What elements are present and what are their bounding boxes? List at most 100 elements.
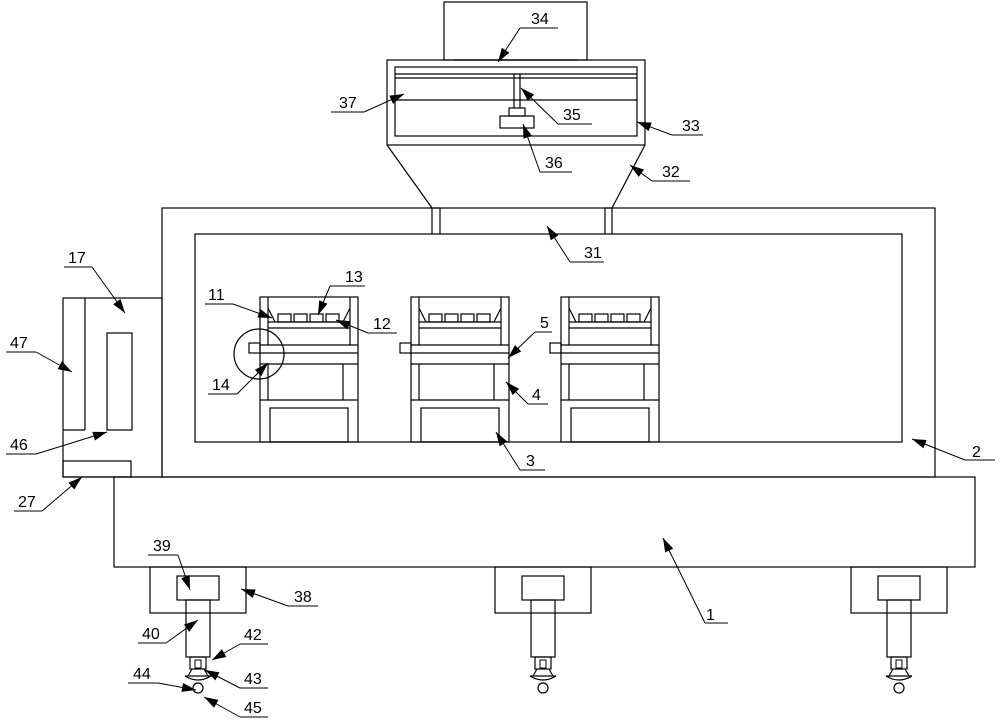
- roller-block: [594, 313, 609, 323]
- foot-joint: [890, 656, 908, 670]
- machine-unit-1: [248, 296, 359, 443]
- label-35: 35: [563, 107, 581, 124]
- arrowhead: [212, 649, 227, 660]
- label-14: 14: [212, 377, 230, 394]
- foot-mount: [149, 566, 247, 614]
- arrowhead: [498, 47, 510, 62]
- bottom-box: [570, 407, 650, 443]
- arrowhead: [205, 670, 220, 681]
- side-nub: [399, 342, 412, 354]
- bottom-box: [269, 407, 349, 443]
- foot-link-left: [532, 668, 538, 677]
- funnel-right: [611, 144, 646, 234]
- leader-line: [662, 537, 706, 624]
- foot-assembly-1: [149, 566, 247, 694]
- roller-block: [578, 313, 593, 323]
- foot-mount: [494, 566, 592, 614]
- label-31: 31: [584, 245, 602, 262]
- label-5: 5: [540, 315, 549, 332]
- roller-block: [444, 313, 459, 323]
- shaft-base-block: [499, 115, 535, 129]
- arrowhead: [257, 309, 272, 318]
- tray-slant-left: [267, 307, 276, 323]
- foot-link-left: [888, 668, 894, 677]
- foot-wheel: [192, 682, 204, 694]
- foot-wheel: [537, 682, 549, 694]
- label-39: 39: [153, 538, 171, 555]
- roller-block: [476, 313, 491, 323]
- arrowhead: [523, 124, 532, 139]
- arrowhead: [181, 683, 196, 692]
- side-nub: [549, 342, 562, 354]
- label-13: 13: [345, 269, 363, 286]
- arrowhead: [204, 697, 219, 708]
- arrowhead: [184, 620, 198, 632]
- arrowhead: [912, 439, 927, 449]
- tray-slant-right: [493, 307, 502, 323]
- shaft-collar: [508, 107, 526, 117]
- label-37: 37: [339, 95, 357, 112]
- foot-cup: [885, 675, 913, 681]
- roller-block: [293, 313, 308, 323]
- leader-lines: [6, 27, 995, 718]
- label-47: 47: [10, 335, 28, 352]
- arrowhead: [241, 589, 256, 598]
- foot-rod: [530, 599, 556, 658]
- arrowhead: [547, 226, 559, 241]
- tray-slant-right: [342, 307, 351, 323]
- label-43: 43: [244, 671, 262, 688]
- side-unit-drawer: [62, 460, 132, 478]
- foot-assembly-2: [494, 566, 592, 694]
- label-38: 38: [294, 589, 312, 606]
- arrowhead: [521, 88, 535, 101]
- label-44: 44: [133, 666, 151, 683]
- label-33: 33: [682, 118, 700, 135]
- foot-link-right: [548, 668, 554, 677]
- tray-slant-right: [643, 307, 652, 323]
- label-2: 2: [972, 444, 981, 461]
- arrowhead: [506, 382, 520, 396]
- label-4: 4: [532, 387, 541, 404]
- arrowhead: [68, 477, 82, 490]
- housing-inner-chamber: [194, 233, 903, 443]
- roller-block: [626, 313, 641, 323]
- machine-unit-2: [399, 296, 510, 443]
- foot-cup: [184, 675, 212, 681]
- top-box-inner: [394, 66, 638, 137]
- roller-block: [428, 313, 443, 323]
- foot-cup: [529, 675, 557, 681]
- arrowhead: [57, 361, 72, 372]
- arrowhead: [336, 320, 351, 330]
- label-11: 11: [208, 287, 225, 304]
- label-46: 46: [10, 437, 28, 454]
- foot-joint: [189, 656, 207, 670]
- side-unit-outer: [62, 297, 163, 478]
- foot-wheel: [893, 682, 905, 694]
- foot-rod: [886, 599, 912, 658]
- top-box: [386, 59, 646, 146]
- roller-block: [460, 313, 475, 323]
- arrowhead: [113, 299, 125, 313]
- housing-outer: [161, 207, 936, 478]
- arrowhead: [254, 363, 268, 377]
- foot-pin: [895, 659, 903, 669]
- arrowhead: [508, 345, 522, 358]
- bottom-box: [420, 407, 500, 443]
- label-32: 32: [662, 164, 680, 181]
- base-platform: [113, 476, 976, 568]
- label-34: 34: [531, 11, 549, 28]
- foot-assembly-3: [850, 566, 948, 694]
- label-3: 3: [526, 453, 535, 470]
- foot-link-right: [203, 668, 209, 677]
- label-40: 40: [142, 626, 160, 643]
- tray-slant-left: [418, 307, 427, 323]
- foot-joint: [534, 656, 552, 670]
- funnel-left: [386, 144, 433, 234]
- arrowhead: [637, 122, 652, 132]
- foot-link-right: [904, 668, 910, 677]
- label-45: 45: [244, 700, 262, 717]
- foot-pin: [539, 659, 547, 669]
- roller-block: [309, 313, 324, 323]
